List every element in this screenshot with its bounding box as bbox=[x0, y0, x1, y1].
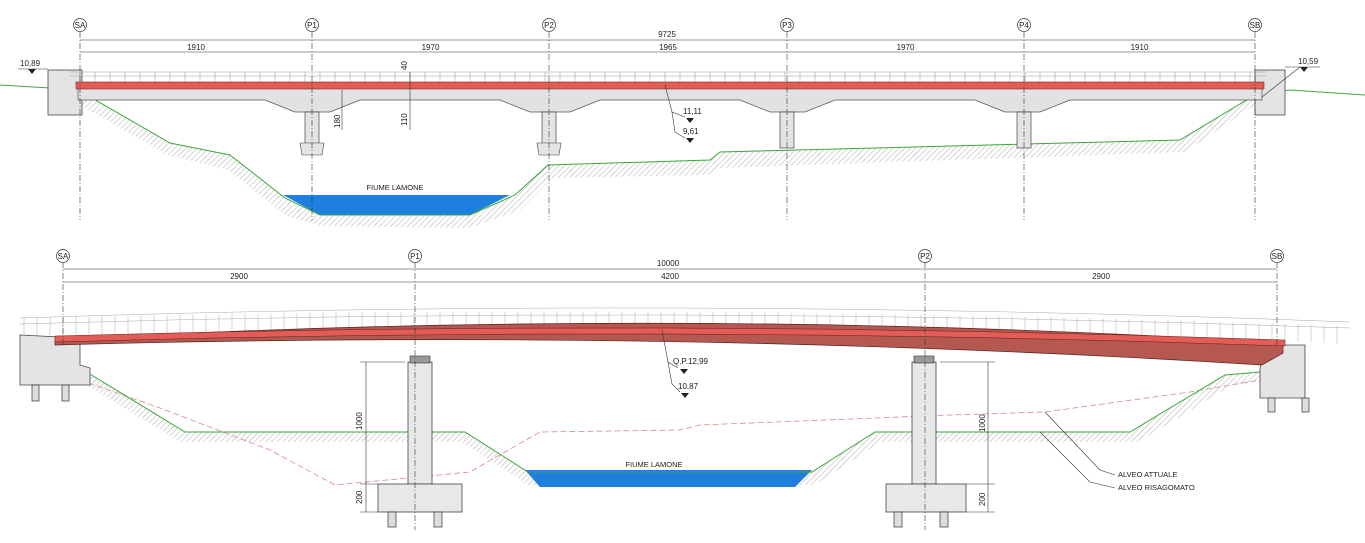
bottom-river-water bbox=[525, 470, 812, 487]
top-span-label: 1970 bbox=[897, 43, 915, 52]
bottom-span-label: 2900 bbox=[1092, 272, 1110, 281]
top-axis-label-sa: SA bbox=[75, 21, 86, 30]
bottom-ground-line bbox=[79, 367, 1261, 473]
top-abutment-left bbox=[47, 69, 83, 116]
bottom-total-span: 10000 bbox=[657, 259, 680, 268]
top-dim-soffit: 110 bbox=[400, 113, 409, 126]
top-elevation: SA P1 P2 P3 P4 SB 9725 1910 1970 1965 1970 1910 1… bbox=[0, 18, 1365, 228]
top-vertical-dims bbox=[341, 72, 411, 130]
bottom-axis-bubble-p1 bbox=[408, 249, 422, 263]
top-deck-girder bbox=[77, 87, 1263, 113]
top-span-label: 1910 bbox=[1131, 43, 1149, 52]
bottom-dim-foot-left: 200 bbox=[355, 490, 364, 504]
top-span-label: 1970 bbox=[422, 43, 440, 52]
top-total-span: 9725 bbox=[658, 30, 676, 39]
bottom-level-river: 10,87 bbox=[667, 361, 699, 398]
bottom-elevation: SA P1 P2 SB 10000 2900 4200 2900 1000 200 100… bbox=[19, 249, 1351, 530]
bottom-pier-1 bbox=[377, 355, 463, 528]
top-axis-label-p3: P3 bbox=[782, 21, 792, 30]
top-span-label: 1910 bbox=[187, 43, 205, 52]
top-pier-foot bbox=[536, 142, 562, 156]
top-span-labels: 1910 1970 1965 1970 1910 bbox=[187, 43, 1149, 52]
bottom-existing-bed bbox=[79, 379, 1261, 486]
top-span-label: 1965 bbox=[659, 43, 677, 52]
top-dim-pier-head: 180 bbox=[333, 114, 342, 128]
bottom-span-label: 4200 bbox=[661, 272, 679, 281]
top-level-left: 10,89 bbox=[18, 59, 48, 74]
top-level-deck-text: 11,11 bbox=[683, 107, 702, 116]
bottom-railing-top bbox=[19, 307, 1351, 323]
top-railing bbox=[70, 71, 1266, 82]
top-axis-label-p4: P4 bbox=[1019, 21, 1029, 30]
top-axis-bubble-sa bbox=[73, 18, 87, 32]
bottom-axis-label-p2: P2 bbox=[920, 252, 930, 261]
bottom-deck-slab bbox=[54, 327, 1286, 347]
top-axis-bubble-p2 bbox=[542, 18, 556, 32]
bottom-axis-bubble-sb bbox=[1270, 249, 1284, 263]
legend-alveo-risagomato: ALVEO RISAGOMATO bbox=[1118, 483, 1195, 492]
top-axis-label-sb: SB bbox=[1250, 21, 1261, 30]
bottom-vertical-dims bbox=[360, 361, 995, 513]
top-axis-label-p2: P2 bbox=[544, 21, 554, 30]
bottom-dim-pier-right: 1000 bbox=[978, 414, 987, 432]
top-level-river: 9,61 bbox=[671, 111, 699, 143]
top-axis-bubble-p1 bbox=[305, 18, 319, 32]
top-dim-deck-depth: 40 bbox=[400, 61, 409, 70]
bottom-axis-bubble-sa bbox=[56, 249, 70, 263]
bottom-axis-label-sa: SA bbox=[58, 252, 69, 261]
bottom-axes: SA P1 P2 SB bbox=[56, 249, 1284, 530]
bottom-railing-mid bbox=[19, 314, 1351, 329]
bottom-legend bbox=[1039, 411, 1116, 489]
top-axes: SA P1 P2 P3 P4 SB bbox=[73, 18, 1262, 220]
top-axis-bubble-sb bbox=[1248, 18, 1262, 32]
top-deck-slab bbox=[75, 81, 1265, 90]
bottom-axis-bubble-p2 bbox=[918, 249, 932, 263]
bottom-span-label: 2900 bbox=[230, 272, 248, 281]
bottom-dim-pier-left: 1000 bbox=[355, 412, 364, 430]
top-level-left-text: 10,89 bbox=[20, 59, 41, 68]
top-axis-bubble-p3 bbox=[780, 18, 794, 32]
top-river-water bbox=[283, 195, 510, 215]
bottom-level-deck-text: Q.P.12,99 bbox=[673, 357, 709, 366]
top-dimensions bbox=[80, 39, 1255, 53]
top-level-right-text: 10,59 bbox=[1298, 57, 1319, 66]
bottom-axis-label-sb: SB bbox=[1272, 252, 1283, 261]
bottom-dim-foot-right: 200 bbox=[978, 492, 987, 506]
top-pier-foot bbox=[299, 142, 325, 156]
top-ground-hatch bbox=[78, 90, 1262, 228]
legend-alveo-attuale: ALVEO ATTUALE bbox=[1118, 470, 1177, 479]
top-level-river-text: 9,61 bbox=[683, 127, 699, 136]
bottom-river-label: FIUME LAMONE bbox=[625, 460, 682, 469]
top-axis-bubble-p4 bbox=[1017, 18, 1031, 32]
bottom-span-labels: 2900 4200 2900 bbox=[230, 272, 1110, 281]
top-level-right: 10,59 bbox=[1261, 57, 1320, 98]
top-river-label: FIUME LAMONE bbox=[366, 183, 423, 192]
bottom-dimensions bbox=[63, 268, 1277, 283]
top-ground-line bbox=[0, 84, 1365, 216]
bottom-pier-2 bbox=[885, 355, 967, 528]
top-axis-label-p1: P1 bbox=[307, 21, 317, 30]
bottom-axis-label-p1: P1 bbox=[410, 252, 420, 261]
bottom-level-river-text: 10,87 bbox=[678, 382, 699, 391]
